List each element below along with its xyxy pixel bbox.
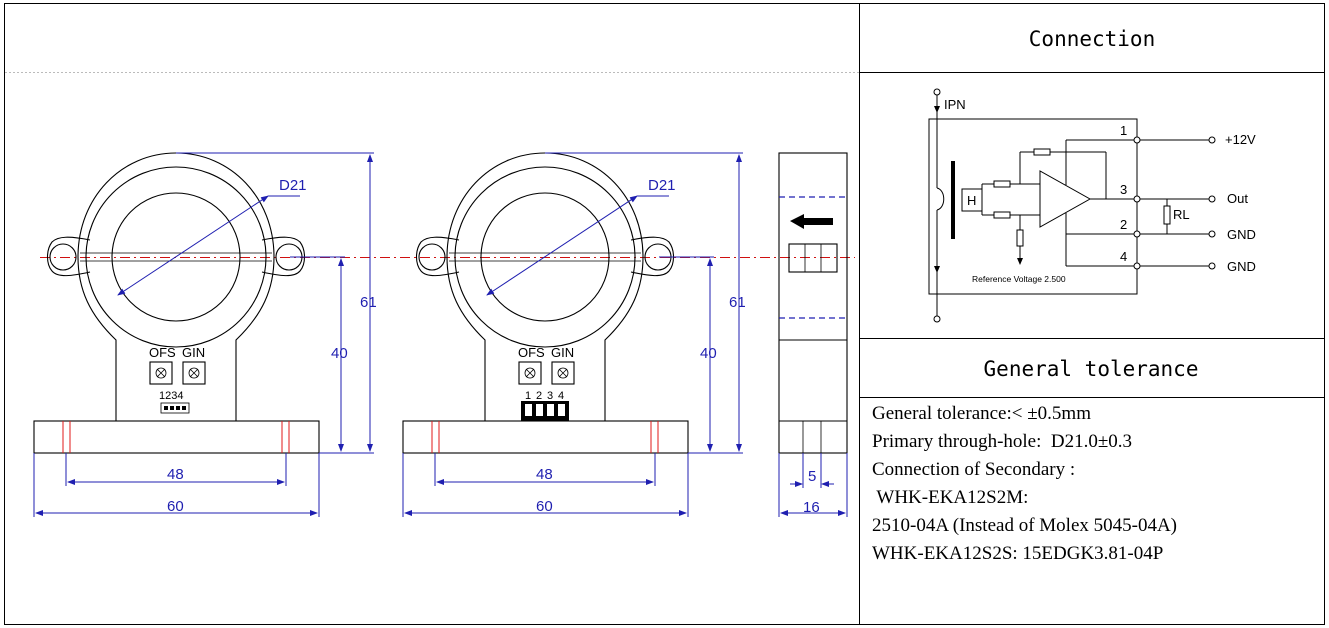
- pin-3-label: 3: [547, 390, 553, 402]
- hall-label: H: [967, 193, 976, 208]
- gin-label-2: GIN: [551, 345, 574, 360]
- ref-voltage-label: Reference Voltage 2.500: [972, 274, 1066, 284]
- dims-view-2: [402, 152, 743, 517]
- dim-60-view2: 60: [536, 498, 553, 515]
- spec-line: Primary through-hole: D21.0±0.3: [872, 431, 1132, 452]
- spec-line: 2510-04A (Instead of Molex 5045-04A): [872, 515, 1177, 536]
- dim-48-view1: 48: [167, 466, 184, 483]
- tolerance-title: General tolerance: [984, 357, 1199, 381]
- spec-line: WHK-EKA12S2M:: [872, 487, 1028, 508]
- rl-label: RL: [1173, 207, 1190, 222]
- out-label: Out: [1227, 191, 1248, 206]
- front-view-s2m: [33, 152, 320, 454]
- connection-schematic: [928, 88, 1216, 323]
- dim-40-view1: 40: [331, 345, 348, 362]
- spec-line: General tolerance:< ±0.5mm: [872, 403, 1091, 424]
- dim-16: 16: [803, 499, 820, 516]
- gnd-label-1: GND: [1227, 227, 1256, 242]
- small-pin-label: 1234: [159, 390, 183, 402]
- spec-line: Connection of Secondary :: [872, 459, 1075, 480]
- dims-view-1: [33, 152, 374, 517]
- pin-1-schematic: 1: [1120, 123, 1127, 138]
- dim-40-view2: 40: [700, 345, 717, 362]
- sheet-frame: [4, 3, 1325, 625]
- dim-61-view2: 61: [729, 294, 746, 311]
- connection-title: Connection: [1029, 27, 1155, 51]
- dim-48-view2: 48: [536, 466, 553, 483]
- front-view-s2s: [402, 152, 689, 454]
- pin-4-label: 4: [558, 390, 564, 402]
- gnd-label-2: GND: [1227, 259, 1256, 274]
- pin-2-schematic: 2: [1120, 217, 1127, 232]
- dim-5: 5: [808, 468, 816, 485]
- spec-line: WHK-EKA12S2S: 15EDGK3.81-04P: [872, 543, 1163, 564]
- gin-label: GIN: [182, 345, 205, 360]
- pin-4-schematic: 4: [1120, 249, 1127, 264]
- ofs-label: OFS: [149, 345, 176, 360]
- pin-2-label: 2: [536, 390, 542, 402]
- pin-3-schematic: 3: [1120, 182, 1127, 197]
- dim-d21-view1: D21: [279, 177, 307, 194]
- dim-60-view1: 60: [167, 498, 184, 515]
- ofs-label-2: OFS: [518, 345, 545, 360]
- pin-1-label: 1: [525, 390, 531, 402]
- spec-list: General tolerance:< ±0.5mm Primary throu…: [872, 403, 1177, 564]
- side-view: [778, 152, 848, 517]
- plus12v-label: +12V: [1225, 132, 1256, 147]
- dim-61-view1: 61: [360, 294, 377, 311]
- dim-d21-view2: D21: [648, 177, 676, 194]
- ipn-label: IPN: [944, 97, 966, 112]
